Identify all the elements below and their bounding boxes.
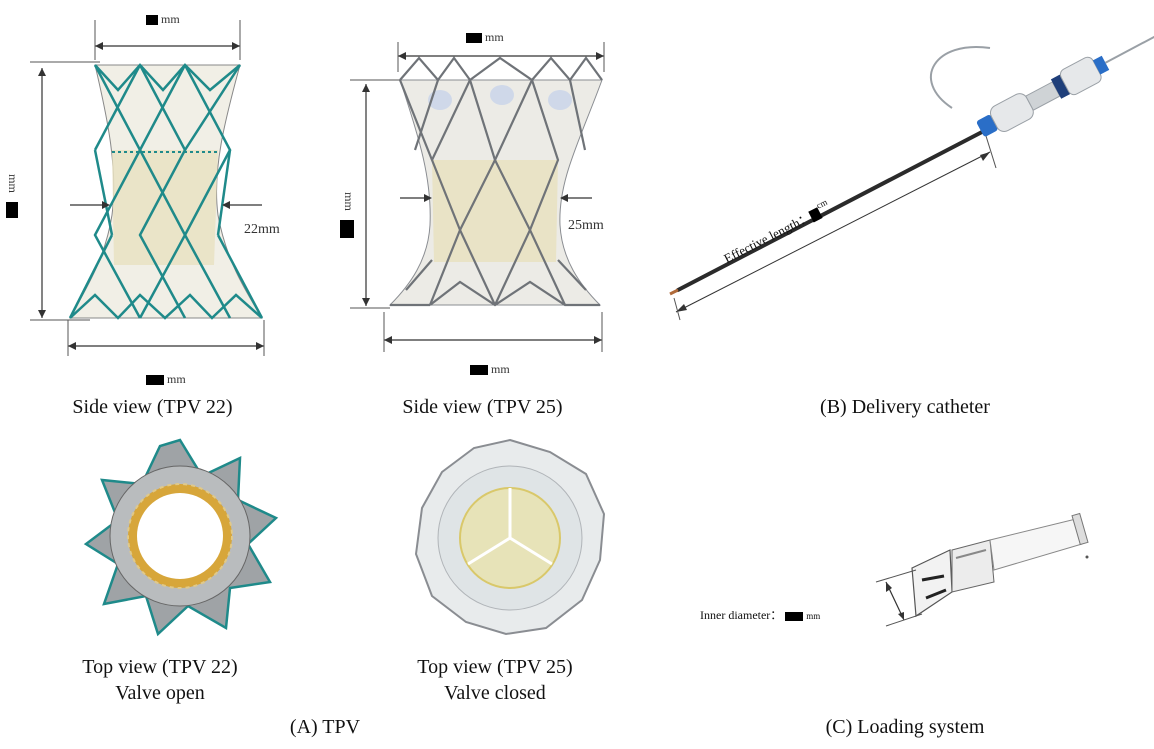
- tpv25-bottom-dimension: mm: [470, 362, 510, 377]
- tpv25-waist-dimension: 25mm: [568, 218, 604, 233]
- tpv22-height-dimension: mm: [0, 166, 24, 226]
- tpv25-top-illustration: [414, 438, 606, 636]
- redaction-mark: [785, 611, 804, 621]
- redaction-mark: [146, 15, 158, 26]
- tpv25-side-view: mm mm 25mm mm: [310, 0, 630, 420]
- redaction-mark: [146, 375, 164, 386]
- tpv25-top-view: [410, 436, 610, 636]
- tpv22-bottom-dimension: mm: [146, 372, 186, 387]
- redaction-mark: [466, 33, 482, 44]
- tpv25-side-illustration: [350, 42, 605, 352]
- tpv25-side-caption: Side view (TPV 25): [402, 396, 563, 418]
- tpv25-height-dimension: mm: [336, 186, 360, 246]
- redaction-mark: [6, 202, 18, 218]
- delivery-catheter-view: Effective length：cm: [660, 19, 1154, 340]
- delivery-catheter-illustration: [669, 19, 1154, 321]
- tpv25-top-dimension: mm: [466, 30, 504, 45]
- tpv22-side-caption: Side view (TPV 22): [72, 396, 233, 418]
- panel-b-caption: (B) Delivery catheter: [820, 396, 990, 418]
- tpv22-top-caption: Top view (TPV 22) Valve open: [82, 656, 238, 704]
- loading-system-view: Inner diameter： mm: [690, 500, 1120, 660]
- inner-diameter-label: Inner diameter： mm: [700, 608, 821, 622]
- panel-c-caption: (C) Loading system: [825, 716, 985, 738]
- tpv22-side-view: mm mm 22mm mm: [0, 0, 300, 420]
- tpv22-side-illustration: [30, 20, 265, 356]
- tpv22-top-dimension: mm: [146, 12, 180, 27]
- redaction-mark: [470, 365, 488, 376]
- loading-system-illustration: [875, 512, 1089, 627]
- tpv22-top-illustration: [83, 438, 279, 637]
- tpv22-top-view: [80, 436, 280, 637]
- tpv25-top-caption: Top view (TPV 25) Valve closed: [417, 656, 573, 704]
- panel-a-caption: (A) TPV: [289, 716, 361, 738]
- redaction-mark: [340, 220, 354, 238]
- tpv22-waist-dimension: 22mm: [244, 222, 280, 237]
